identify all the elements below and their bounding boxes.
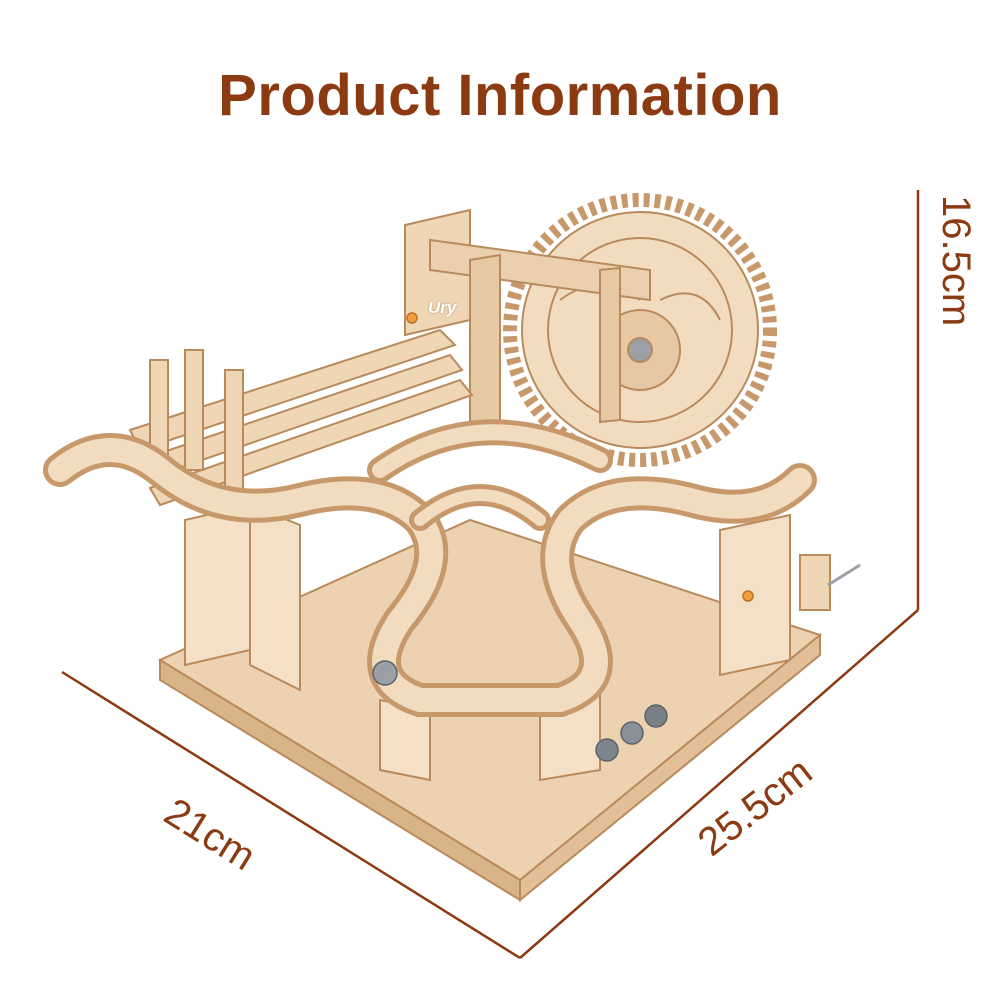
width-dimension-line [61, 670, 521, 960]
marble [595, 738, 619, 762]
depth-dimension-line [519, 609, 919, 959]
marble [372, 660, 398, 686]
crank-handle [799, 554, 861, 611]
lift-frame [404, 208, 651, 437]
large-gear [503, 193, 777, 467]
marble [742, 590, 754, 602]
height-label: 16.5cm [934, 195, 978, 327]
page-title: Product Information [218, 63, 782, 128]
dimension-lines [61, 190, 920, 960]
marble [644, 704, 668, 728]
watermark-text: Ury [428, 298, 457, 317]
marble [620, 721, 644, 745]
marbles [372, 312, 754, 762]
marble [406, 312, 418, 324]
